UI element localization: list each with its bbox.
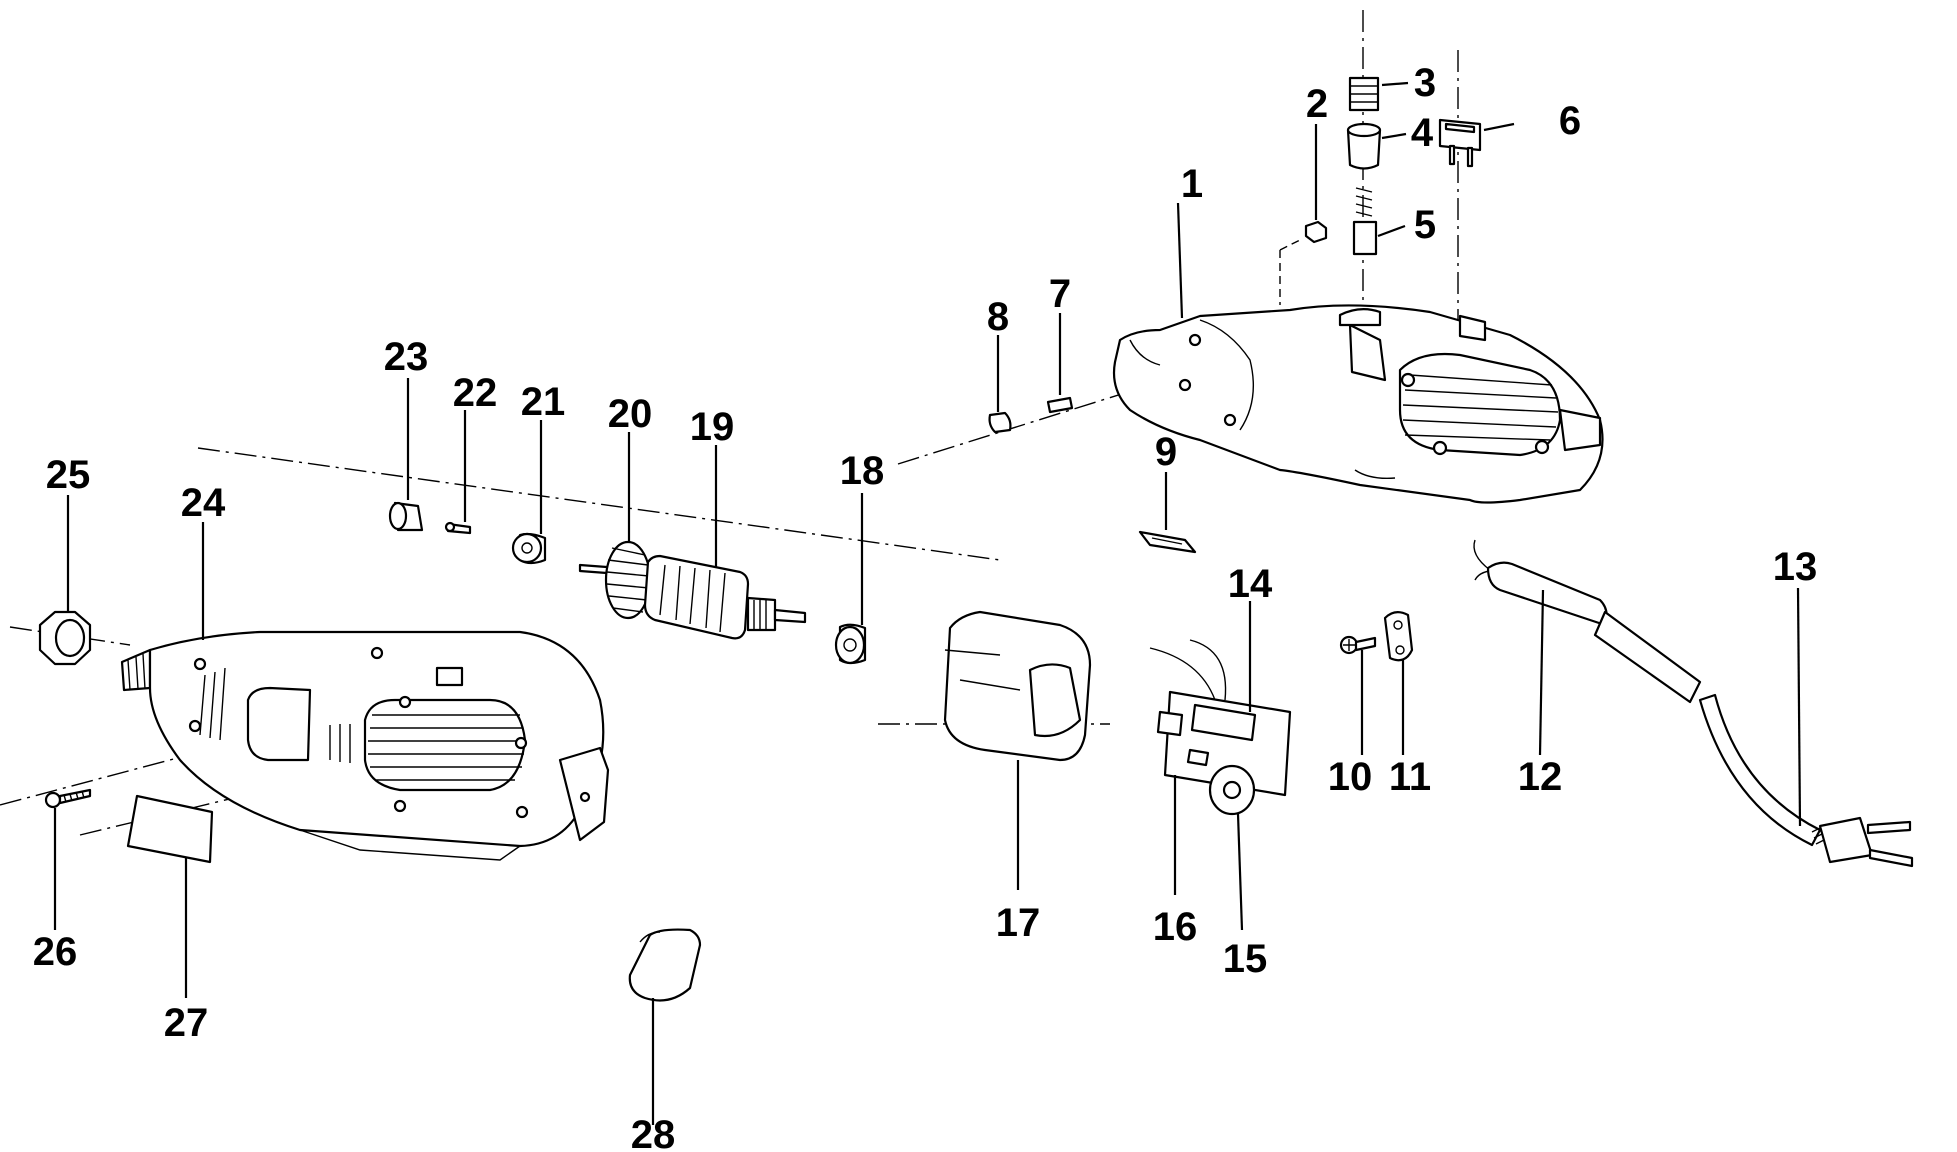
pin-part-22 — [444, 521, 472, 535]
part-label-6: 6 — [1559, 99, 1581, 143]
part-label-16: 16 — [1153, 905, 1198, 949]
part-label-17: 17 — [996, 901, 1041, 945]
fan-part-20 — [578, 540, 652, 620]
bearing-part-21 — [511, 532, 547, 565]
armature-part-19 — [643, 554, 807, 640]
pin-part-7 — [1046, 396, 1074, 414]
part-label-3: 3 — [1414, 61, 1436, 105]
speed-control-board-part-14-15-16 — [1149, 639, 1292, 816]
part-label-23: 23 — [384, 335, 429, 379]
part-label-25: 25 — [46, 453, 91, 497]
part-label-1: 1 — [1181, 162, 1203, 206]
part-label-14: 14 — [1228, 562, 1273, 606]
screw-part-10 — [1339, 635, 1377, 655]
cap-part-3 — [1348, 76, 1380, 112]
part-label-5: 5 — [1414, 203, 1436, 247]
part-label-18: 18 — [840, 449, 885, 493]
part-label-9: 9 — [1155, 430, 1177, 474]
leader-lines — [53, 81, 1802, 1125]
cable-clamp-part-11 — [1383, 611, 1414, 662]
part-label-21: 21 — [521, 380, 566, 424]
carbon-brush-part-5 — [1352, 187, 1378, 256]
brush-cap-part-4 — [1346, 122, 1382, 170]
field-coil-part-17 — [943, 610, 1092, 762]
part-label-12: 12 — [1518, 755, 1563, 799]
rear-housing-part-1 — [1112, 304, 1604, 504]
part-label-24: 24 — [181, 481, 226, 525]
part-label-11: 11 — [1389, 755, 1431, 799]
grommet-part-9 — [1138, 530, 1197, 554]
power-cord-plug-part-13 — [1698, 693, 1914, 868]
part-label-26: 26 — [33, 930, 78, 974]
front-housing-part-24 — [120, 630, 610, 861]
part-label-27: 27 — [164, 1001, 209, 1045]
part-label-19: 19 — [690, 405, 735, 449]
part-labels: 1 2 3 4 5 6 7 8 9 10 11 12 13 14 15 16 1… — [33, 61, 1818, 1152]
part-label-2: 2 — [1306, 82, 1328, 126]
collet-nut-part-25 — [38, 610, 92, 666]
part-label-7: 7 — [1049, 272, 1071, 316]
nameplate-part-27 — [126, 794, 214, 864]
switch-part-6 — [1438, 118, 1482, 168]
part-label-8: 8 — [987, 295, 1009, 339]
bushing-part-23 — [388, 501, 424, 532]
screw-part-26 — [44, 788, 92, 809]
part-label-22: 22 — [453, 371, 498, 415]
bearing-part-18 — [834, 623, 867, 665]
part-label-13: 13 — [1773, 545, 1818, 589]
clip-part-8 — [988, 411, 1012, 434]
part-label-4: 4 — [1411, 111, 1434, 155]
clip-part-28 — [628, 928, 702, 1002]
part-label-10: 10 — [1328, 755, 1373, 799]
power-cord-part-12 — [1473, 539, 1702, 704]
part-label-28: 28 — [631, 1113, 676, 1152]
part-label-15: 15 — [1223, 937, 1268, 981]
part-label-20: 20 — [608, 392, 653, 436]
nut-part-2 — [1304, 220, 1328, 244]
